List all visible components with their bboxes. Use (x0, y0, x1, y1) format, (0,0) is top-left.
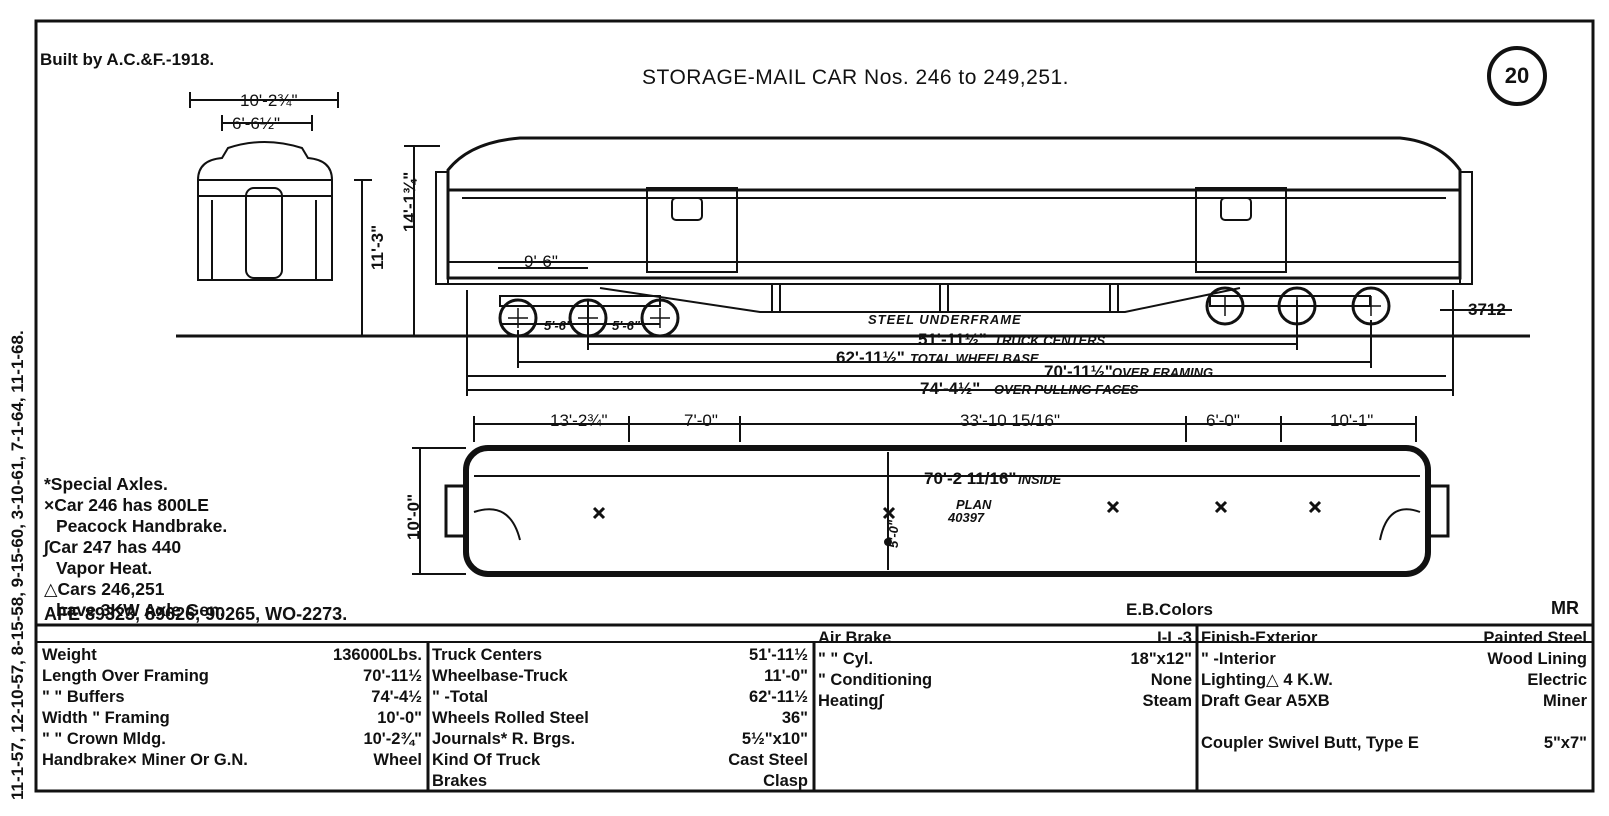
plan-dim-4: 6'-0" (1206, 411, 1240, 430)
truck-offset-dim: 9'-6" (524, 252, 558, 271)
inside-label: INSIDE (1018, 472, 1062, 487)
wheel-spacing-2: 5'-6" (612, 318, 641, 333)
truck-centers-dim: 51'-11½" (918, 330, 987, 349)
spec-row: Handbrake× Miner Or G.N.Wheel (42, 751, 422, 769)
note-3-line-2: have 3KW Axle Gen. (56, 600, 225, 620)
wheel-spacing-1: 5'-6" (544, 318, 573, 333)
revision-dates: 11-1-57, 12-10-57, 8-15-58, 9-15-60, 3-1… (8, 330, 27, 800)
plan-half-width: 5'-0" (886, 519, 901, 548)
spec-row: " " Crown Mldg.10'-2¾" (42, 730, 422, 748)
plan-width-dim: 10'-0" (404, 493, 423, 540)
total-wheelbase-dim: 62'-11½" (836, 348, 905, 367)
plan-number: 40397 (948, 510, 985, 525)
special-axles-note: *Special Axles. (44, 474, 168, 494)
sheet-number-badge: 20 (1487, 46, 1547, 106)
colors-label: E.B.Colors (1126, 600, 1213, 619)
over-pulling-faces-label: OVER PULLING FACES (994, 382, 1139, 397)
note-2-line-2: Vapor Heat. (56, 558, 153, 578)
spec-row: Journals* R. Brgs.5½"x10" (432, 730, 808, 748)
sheet-number: 20 (1504, 63, 1530, 88)
plan-dim-1: 13'-2¾" (550, 411, 608, 430)
end-width-dim: 10'-2¾" (240, 91, 298, 110)
note-3-line-1: △Cars 246,251 (44, 579, 165, 599)
notes-block: *Special Axles. ×Car 246 has 800LE Peaco… (44, 474, 227, 621)
plan-dim-3: 33'-10 15/16" (960, 411, 1061, 430)
spec-row: Lighting△ 4 K.W.Electric (1201, 671, 1587, 689)
plan-dim-5: 10'-1" (1330, 411, 1374, 430)
note-1-line-2: Peacock Handbrake. (56, 516, 228, 536)
page-title: STORAGE-MAIL CAR Nos. 246 to 249,251. (642, 66, 1070, 89)
inside-length-dim: 70'-2 11/16" (924, 469, 1017, 488)
spec-row (1201, 712, 1587, 733)
plan-label: PLAN (956, 497, 992, 512)
over-pulling-faces-dim: 74'-4½" (920, 379, 981, 398)
builder-note: Built by A.C.&F.-1918. (40, 50, 215, 69)
end-inner-width-dim: 6'-6½" (232, 114, 281, 133)
note-2-line-1: ∫Car 247 has 440 (44, 537, 182, 557)
spec-row: " " Cyl.18"x12" (818, 650, 1192, 668)
underframe-label: STEEL UNDERFRAME (868, 312, 1022, 327)
afe-note: AFE 89323, 89626, 90265, WO-2273. (44, 604, 348, 624)
end-view (189, 92, 339, 281)
height-dim-2: 14'-1¾" (400, 171, 419, 232)
over-framing-label: OVER FRAMING (1112, 365, 1214, 380)
owner-mark: MR (1551, 598, 1579, 618)
side-elevation (435, 136, 1473, 313)
plan-view (412, 416, 1450, 577)
total-wheelbase-label: TOTAL WHEELBASE (910, 351, 1039, 366)
height-dim-1: 11'-3" (368, 224, 387, 270)
over-framing-dim: 70'-11½" (1044, 362, 1113, 381)
note-1-line-1: ×Car 246 has 800LE (44, 495, 209, 515)
plan-dim-2: 7'-0" (684, 411, 718, 430)
car-code: 3712 (1468, 300, 1506, 319)
truck-centers-label: TRUCK CENTERS (994, 333, 1106, 348)
spec-row: Heating∫Steam (818, 692, 1192, 710)
